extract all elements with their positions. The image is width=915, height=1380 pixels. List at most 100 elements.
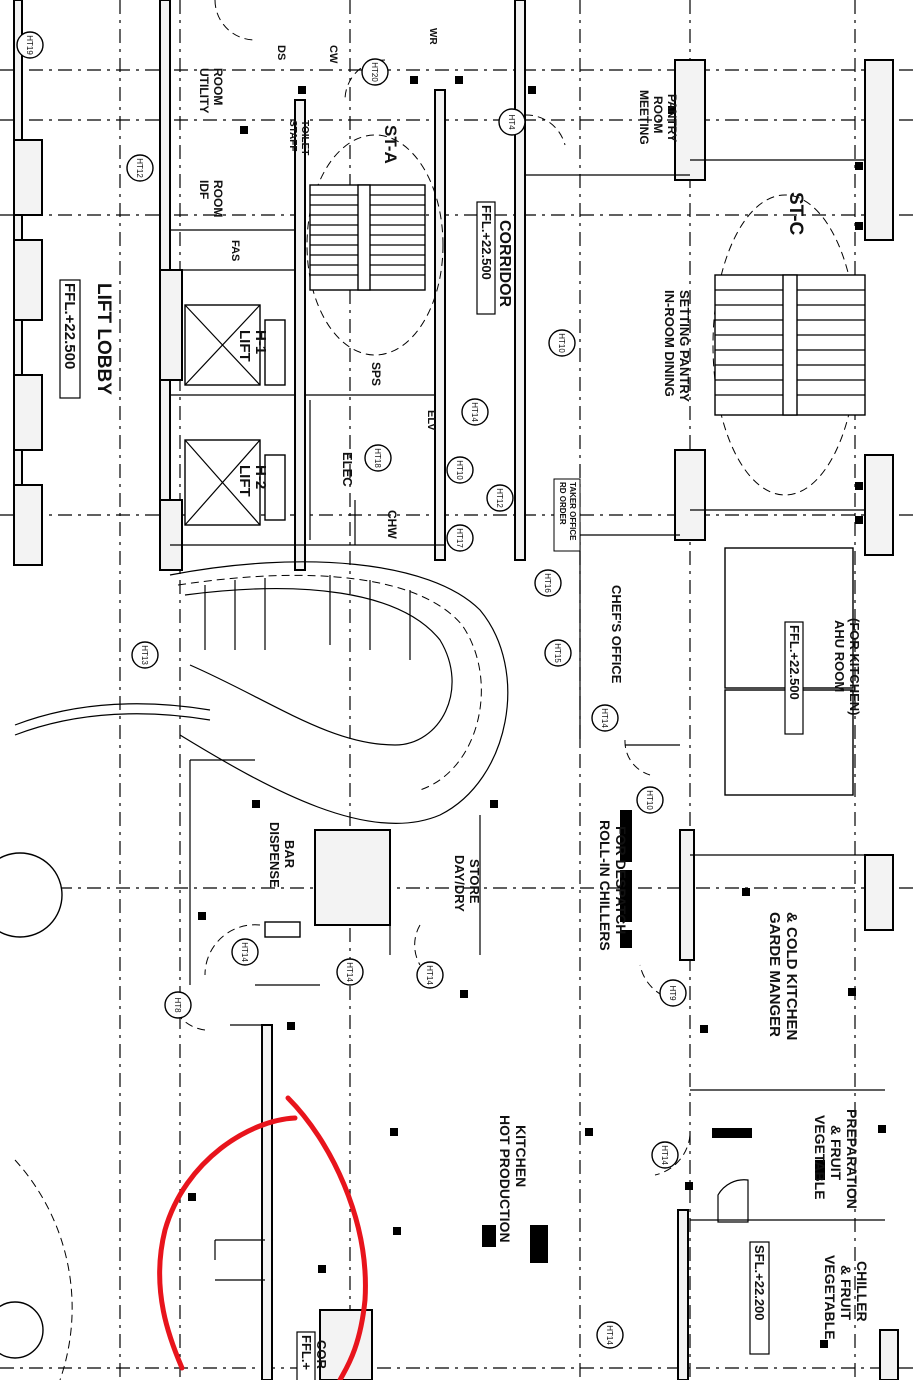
room-lift-h1: LIFT H-1: [236, 330, 269, 362]
level-text: FFL.+: [299, 1335, 314, 1370]
room-name-line1: HOT PRODUCTION: [497, 1115, 513, 1243]
tag-label: HT14: [600, 708, 609, 728]
room-name-line2: (FOR KITCHEN): [847, 618, 862, 716]
room-roll-in-chillers: ROLL-IN CHILLERS FOR DESPATCH: [597, 820, 629, 951]
room-name-line2: BAR: [282, 840, 297, 869]
room-ds: DS: [275, 45, 287, 60]
room-name-line2: SETTING PANTRY: [677, 290, 692, 402]
tag-label: HT16: [543, 573, 552, 593]
room-name-line1: DAY/DRY: [452, 855, 467, 912]
room-name-line2: H-2: [252, 465, 269, 489]
room-name: DS: [275, 45, 287, 60]
tag-label: HT17: [455, 528, 464, 548]
tag-label: HT10: [455, 460, 464, 480]
room-name-line2: ROOM: [211, 180, 225, 217]
tag-label: HT9: [668, 985, 677, 1001]
room-name-line2: & FRUIT: [828, 1125, 844, 1181]
room-name-line1: AHU ROOM: [832, 620, 847, 692]
tag-ht-e: HT17: [446, 524, 474, 552]
room-name-line1: ROLL-IN CHILLERS: [597, 820, 613, 951]
room-name: CORRIDOR: [496, 220, 513, 308]
staircase-st-c: [712, 194, 866, 496]
tag-label: HT12: [495, 488, 504, 508]
room-name-line1: RD ORDER: [558, 482, 567, 525]
tag-label: HT8: [173, 997, 182, 1013]
room-name-line1: IN-ROOM DINING: [662, 290, 677, 397]
room-utility: UTILITY ROOM: [197, 68, 225, 113]
room-dispense-bar: DISPENSE BAR: [267, 822, 297, 888]
room-name-line2: & COLD KITCHEN: [783, 912, 800, 1040]
tag-ht-q: HT14: [651, 1141, 679, 1169]
room-name-line3: PANTRY: [665, 94, 679, 142]
tag-ht-c: HT18: [364, 444, 392, 472]
room-name: FAS: [229, 240, 241, 261]
tag-ht-u: HT4: [498, 108, 526, 136]
room-ahu: AHU ROOM (FOR KITCHEN): [832, 618, 862, 716]
room-name: CW: [327, 45, 339, 64]
room-name-line3: PREPARATION: [844, 1109, 860, 1209]
tag-ht-k: HT10: [636, 786, 664, 814]
room-cor-partial: COR: [314, 1340, 329, 1370]
room-corridor: CORRIDOR: [496, 220, 513, 308]
room-ahu-level: FFL.+22.500: [784, 621, 804, 735]
room-name-line2: KITCHEN: [513, 1125, 529, 1187]
level-text: FFL.+22.500: [787, 625, 802, 700]
tag-ht-h: HT15: [544, 639, 572, 667]
door-swings: [14, 0, 691, 1380]
tag-ht-o: HT8: [164, 991, 192, 1019]
room-name: ST-C: [785, 192, 806, 236]
room-cw: CW: [327, 45, 339, 64]
room-name-line1: DISPENSE: [267, 822, 282, 888]
ceiling-devices: [188, 76, 886, 1348]
room-name-line2: ROOM: [211, 68, 225, 105]
room-elec: ELEC: [340, 452, 355, 487]
tag-ht-n: HT14: [416, 961, 444, 989]
room-name-line1: UTILITY: [197, 68, 211, 113]
tag-ht-m: HT14: [336, 958, 364, 986]
tag-label: HT14: [605, 1325, 614, 1345]
room-elv: ELV: [425, 410, 437, 431]
room-veg-chiller: VEGETABLE & FRUIT CHILLER: [822, 1255, 870, 1340]
room-name-line1: VEGETABLE: [812, 1115, 828, 1200]
room-day-dry-store: DAY/DRY STORE: [452, 855, 482, 912]
room-name-line3: CHILLER: [854, 1261, 870, 1322]
level-text: SFL.+22.200: [752, 1245, 767, 1321]
tag-label: HT14: [425, 965, 434, 985]
room-name: ELEC: [340, 452, 355, 487]
room-name: ST-A: [381, 125, 400, 164]
room-name-line1: VEGETABLE: [822, 1255, 838, 1340]
tag-ht-j: HT13: [131, 641, 159, 669]
room-name-line1: IDF: [197, 180, 211, 199]
tag-label: HT13: [140, 645, 149, 665]
tag-ht-f: HT12: [486, 484, 514, 512]
tag-label: HT15: [553, 643, 562, 663]
room-lift-lobby: LIFT LOBBY: [93, 283, 114, 395]
level-text: FFL.+22.500: [61, 283, 78, 369]
tag-ht-i: HT14: [591, 704, 619, 732]
tag-ht-r: HT14: [596, 1321, 624, 1349]
room-lift-lobby-level: FFL.+22.500: [59, 279, 81, 399]
tag-ht-v: HT12: [126, 154, 154, 182]
room-lift-h2: LIFT H-2: [236, 465, 269, 497]
tag-label: HT14: [345, 962, 354, 982]
room-veg-prep: VEGETABLE & FRUIT PREPARATION: [812, 1109, 860, 1209]
red-markup-circle: [157, 1095, 368, 1380]
room-st-a: ST-A: [381, 125, 400, 164]
tag-label: HT20: [370, 62, 379, 82]
tag-label: HT10: [645, 790, 654, 810]
staircase-st-a: [306, 134, 444, 356]
room-name-line2: TOILET: [299, 120, 310, 155]
tag-label: HT18: [373, 448, 382, 468]
structural-walls: [13, 0, 899, 1380]
room-veg-chiller-level: SFL.+22.200: [749, 1241, 770, 1355]
room-name-line1: LIFT: [236, 465, 253, 497]
equipment-tags: HT10 HT14 HT18 HT10 HT17 HT12 HT16 HT15: [16, 31, 687, 1349]
room-garde-manger: GARDE MANGER & COLD KITCHEN: [766, 912, 800, 1040]
room-name: CHW: [385, 510, 399, 539]
room-name-line2: STORE: [467, 859, 482, 904]
tag-label: HT10: [557, 333, 566, 353]
room-name-line2: TAKER OFFICE: [568, 482, 577, 541]
tag-label: HT14: [660, 1145, 669, 1165]
room-name-line1: GARDE MANGER: [766, 912, 783, 1037]
